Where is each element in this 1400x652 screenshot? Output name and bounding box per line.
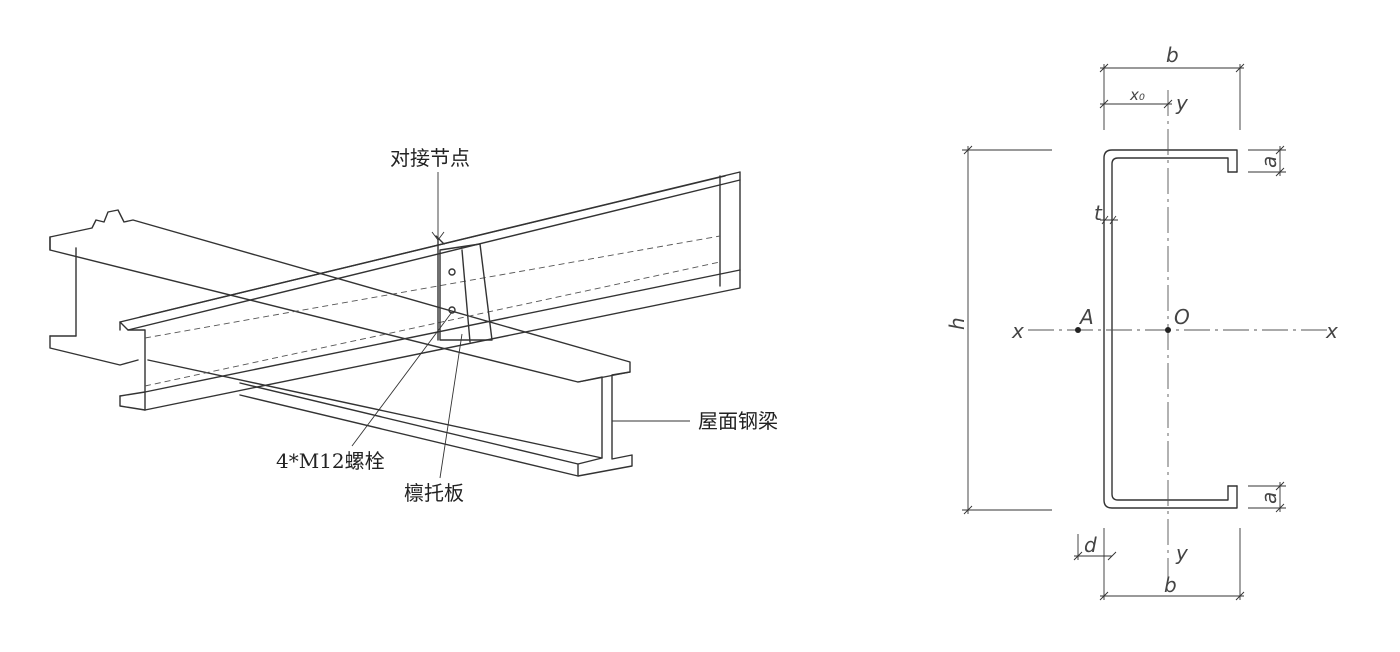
- y-bottom-label: y: [1175, 541, 1189, 565]
- x-left-label: x: [1011, 319, 1024, 343]
- joint-label: 对接节点: [390, 146, 470, 170]
- a-point-label: A: [1078, 305, 1094, 329]
- point-o: [1165, 327, 1171, 333]
- roof-beam-label: 屋面钢梁: [698, 409, 778, 433]
- c-section-outline: [1103, 149, 1238, 509]
- o-point-label: O: [1174, 305, 1190, 329]
- c-section-drawing: b x₀ y b y d t A O x x h a a: [945, 43, 1338, 601]
- b-bottom-label: b: [1164, 573, 1177, 597]
- cleat-leader: [439, 333, 463, 479]
- a-top-label: a: [1257, 156, 1281, 168]
- roof-beam: [49, 209, 633, 477]
- c-purlin: [119, 171, 741, 411]
- bolts-label: 4*M12螺栓: [276, 449, 385, 473]
- purlin-joint-drawing: 对接节点 4*M12螺栓 檩托板 屋面钢梁: [49, 146, 778, 505]
- point-a: [1075, 327, 1081, 333]
- joint-arrow: [431, 231, 445, 241]
- x-right-label: x: [1325, 319, 1338, 343]
- d-label: d: [1084, 533, 1097, 557]
- x0-label: x₀: [1129, 86, 1145, 104]
- h-label: h: [945, 317, 969, 330]
- b-top-label: b: [1166, 43, 1179, 67]
- purlin-cleat-plate: [439, 243, 493, 343]
- y-top-label: y: [1175, 91, 1189, 115]
- a-bottom-label: a: [1257, 492, 1281, 504]
- cleat-label: 檩托板: [404, 481, 464, 505]
- t-label: t: [1094, 201, 1103, 225]
- bolts-leader: [351, 311, 453, 447]
